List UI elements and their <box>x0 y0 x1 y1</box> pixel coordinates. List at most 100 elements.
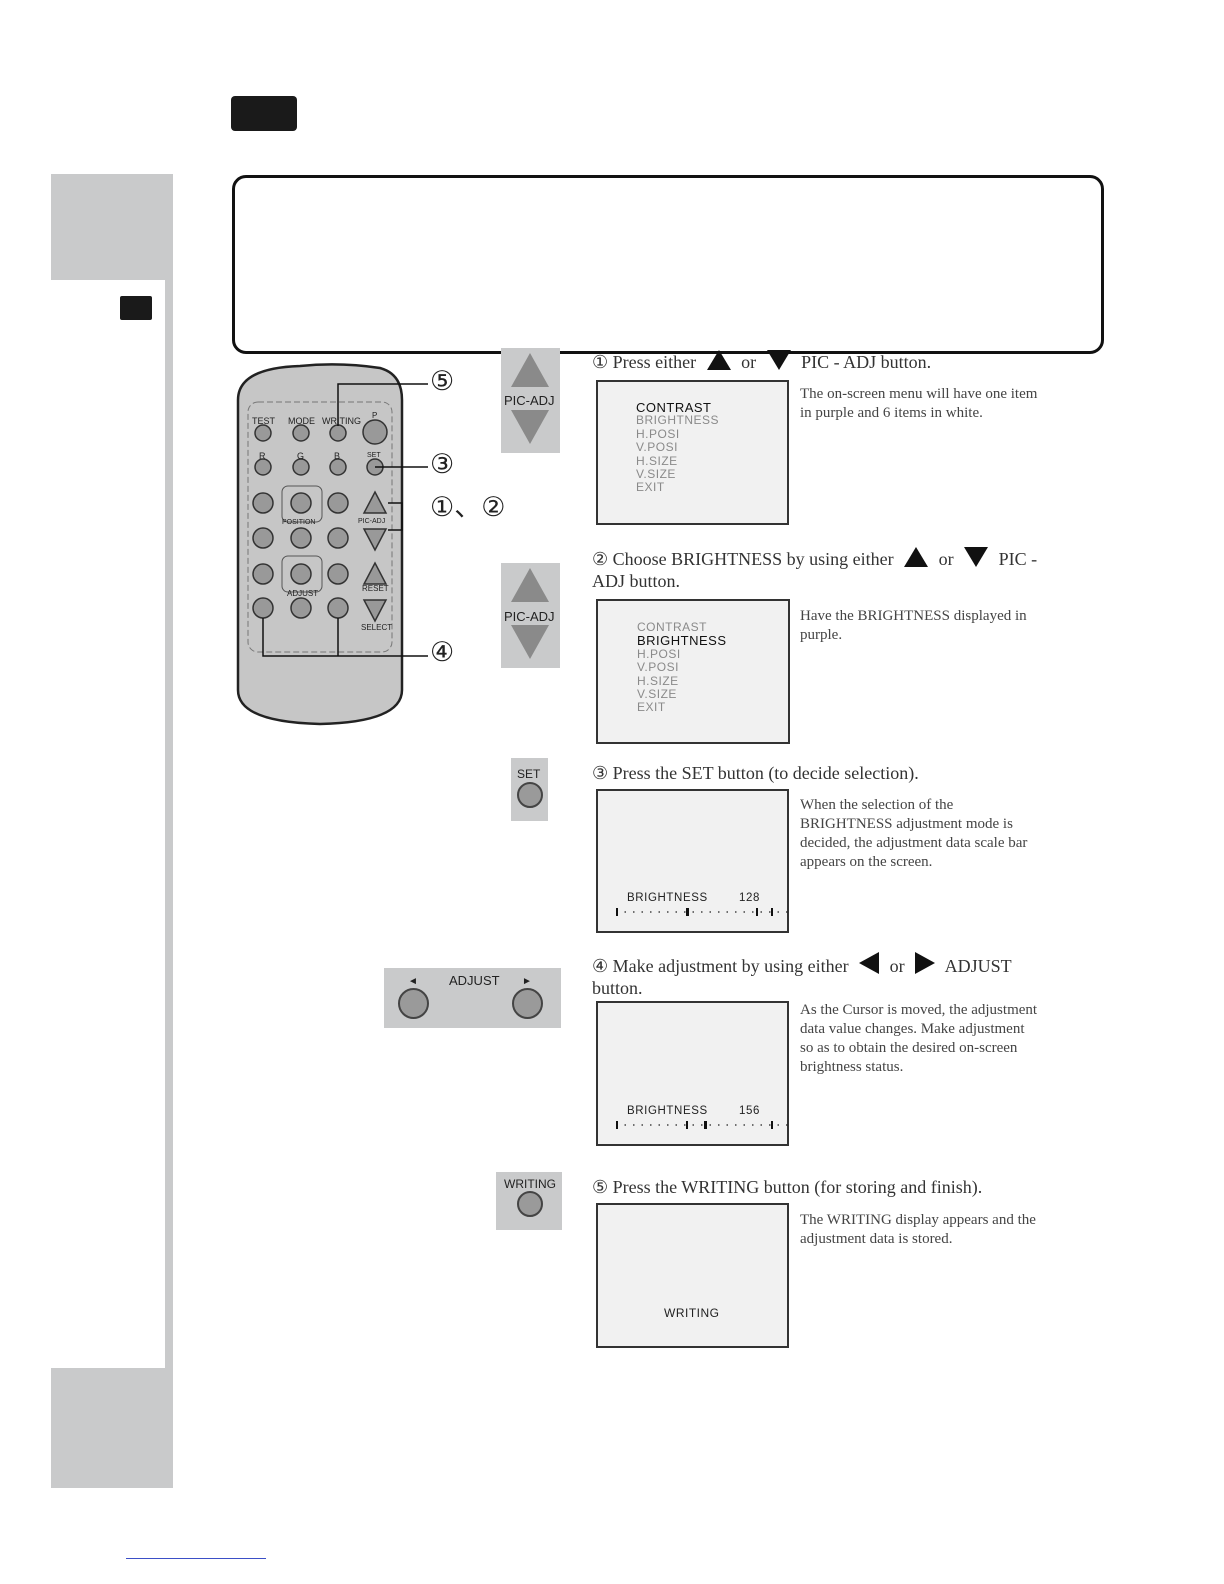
up-arrow-icon <box>511 353 549 387</box>
step-5-number: ⑤ <box>592 1177 609 1197</box>
scale-value: 156 <box>739 1105 760 1117</box>
pic-adj-panel-1: PIC-ADJ <box>501 348 560 453</box>
adjust-left-button-icon <box>398 988 429 1019</box>
adjust-panel: ADJUST ◄ ► <box>384 968 561 1028</box>
notice-box <box>232 175 1104 354</box>
menu-item-brightness: BRIGHTNESS <box>636 413 720 428</box>
step-4-note: As the Cursor is moved, the adjustment d… <box>800 1002 1038 1075</box>
step-5-note: The WRITING display appears and the adju… <box>800 1212 1036 1247</box>
step-2-text-a: Choose BRIGHTNESS by using either <box>612 549 894 569</box>
pic-adj-panel-2: PIC-ADJ <box>501 563 560 668</box>
scale-bar <box>616 908 791 916</box>
step-1-screen: CONTRAST BRIGHTNESS H.POSI V.POSI H.SIZE… <box>596 380 789 525</box>
remote-label-r: R <box>259 451 266 461</box>
set-panel: SET <box>511 758 548 821</box>
step-4-or: or <box>889 956 905 976</box>
step-4-text-a: Make adjustment by using either <box>612 956 849 976</box>
step-2-menu: CONTRAST BRIGHTNESS H.POSI V.POSI H.SIZE… <box>637 620 727 715</box>
step-1-menu: CONTRAST BRIGHTNESS H.POSI V.POSI H.SIZE… <box>636 401 719 495</box>
remote-label-adjust: ADJUST <box>287 589 319 598</box>
scale-value: 128 <box>739 892 760 904</box>
callout-5: ⑤ <box>430 366 455 396</box>
remote-control-illustration <box>236 363 428 726</box>
step-1-text-b: PIC - ADJ button. <box>801 352 932 372</box>
step-3-note: When the selection of the BRIGHTNESS adj… <box>800 797 1028 870</box>
menu-item-exit: EXIT <box>636 480 665 495</box>
side-tab-bottom <box>51 1368 173 1488</box>
callout-1-2: ①、② <box>430 492 506 522</box>
step-1-instruction: ① Press either or PIC - ADJ button. <box>592 350 931 373</box>
remote-label-test: TEST <box>252 416 276 426</box>
menu-item-hposi: H.POSI <box>637 646 681 661</box>
menu-item-contrast: CONTRAST <box>636 400 712 415</box>
step-1-or: or <box>741 352 757 372</box>
writing-panel-label: WRITING <box>504 1177 556 1191</box>
set-button-icon <box>517 782 543 808</box>
writing-display: WRITING <box>664 1306 720 1320</box>
remote-label-writing: WRITING <box>322 416 361 426</box>
down-arrow-icon <box>511 410 549 444</box>
left-triangle-icon <box>859 952 880 974</box>
down-triangle-icon <box>766 350 791 370</box>
step-4-instruction: ④ Make adjustment by using either or ADJ… <box>592 952 1047 999</box>
writing-panel: WRITING <box>496 1172 562 1230</box>
step-4-number: ④ <box>592 956 609 976</box>
menu-item-hsize: H.SIZE <box>637 673 679 688</box>
step-2-instruction: ② Choose BRIGHTNESS by using either or P… <box>592 547 1047 592</box>
callout-4: ④ <box>430 637 455 667</box>
left-arrow-icon: ◄ <box>408 976 418 987</box>
adjust-panel-label: ADJUST <box>449 973 500 988</box>
menu-item-brightness: BRIGHTNESS <box>637 633 727 649</box>
menu-item-vsize: V.SIZE <box>636 467 676 482</box>
step-1-text-a: Press either <box>612 352 697 372</box>
right-arrow-icon: ► <box>522 976 532 987</box>
step-5-screen: WRITING <box>596 1203 789 1348</box>
remote-label-g: G <box>297 451 305 461</box>
right-triangle-icon <box>915 952 936 974</box>
menu-item-vsize: V.SIZE <box>637 687 677 702</box>
remote-label-mode: MODE <box>288 416 315 426</box>
step-5-instruction: ⑤ Press the WRITING button (for storing … <box>592 1176 982 1198</box>
remote-label-p: P <box>372 411 378 420</box>
side-tab-strip <box>165 280 173 1368</box>
remote-label-set: SET <box>367 452 381 459</box>
step-2-note: Have the BRIGHTNESS displayed in purple. <box>800 608 1027 643</box>
step-3-text: Press the SET button (to decide selectio… <box>612 763 919 783</box>
step-3-instruction: ③ Press the SET button (to decide select… <box>592 762 919 784</box>
step-2-number: ② <box>592 549 609 569</box>
menu-item-vposi: V.POSI <box>637 660 679 675</box>
up-triangle-icon <box>706 350 731 370</box>
step-4-screen: BRIGHTNESS 156 <box>596 1001 791 1146</box>
remote-label-position: POSITION <box>282 519 316 526</box>
side-tab-marker <box>120 296 152 320</box>
up-arrow-icon <box>511 568 549 602</box>
remote-label-b: B <box>334 451 341 461</box>
step-3-screen: BRIGHTNESS 128 <box>596 789 791 933</box>
up-triangle-icon <box>904 547 929 567</box>
footer-rule <box>126 1558 266 1559</box>
down-triangle-icon <box>964 547 989 567</box>
writing-button-icon <box>517 1191 543 1217</box>
step-5-text: Press the WRITING button (for storing an… <box>612 1177 983 1197</box>
callout-3: ③ <box>430 449 455 479</box>
remote-label-select: SELECT <box>361 623 393 632</box>
scale-label: BRIGHTNESS <box>627 892 708 904</box>
menu-item-contrast: CONTRAST <box>637 620 707 634</box>
scale-label: BRIGHTNESS <box>627 1105 708 1117</box>
section-marker <box>231 96 297 131</box>
menu-item-vposi: V.POSI <box>636 440 678 455</box>
pic-adj-panel-2-label: PIC-ADJ <box>504 609 555 624</box>
scale-bar <box>616 1121 791 1129</box>
pic-adj-panel-1-label: PIC-ADJ <box>504 393 555 408</box>
step-2-text-b: PIC - ADJ button. <box>592 549 1038 591</box>
adjust-right-button-icon <box>512 988 543 1019</box>
step-1-note: The on-screen menu will have one item in… <box>800 386 1038 421</box>
menu-item-hsize: H.SIZE <box>636 453 678 468</box>
menu-item-exit: EXIT <box>637 700 666 715</box>
step-4-text-b: ADJUST button. <box>592 956 1012 998</box>
step-1-number: ① <box>592 352 609 372</box>
side-tab-top <box>51 174 173 280</box>
down-arrow-icon <box>511 625 549 659</box>
step-2-screen: CONTRAST BRIGHTNESS H.POSI V.POSI H.SIZE… <box>596 599 790 744</box>
remote-label-pic-adj: PIC-ADJ <box>358 518 386 525</box>
